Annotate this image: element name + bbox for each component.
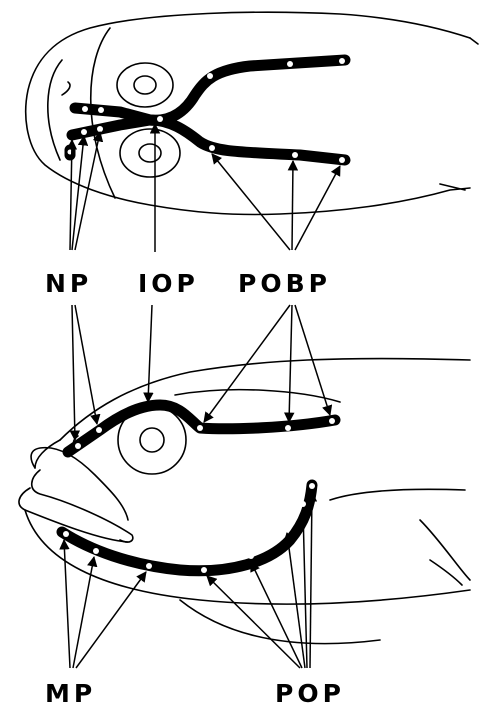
dorsal-eye-lower — [120, 129, 180, 177]
lateral-operculum — [175, 390, 465, 500]
dorsal-snout-line — [48, 60, 62, 160]
dorsal-nostril — [62, 82, 70, 95]
dorsal-view — [26, 12, 478, 252]
label-pobp: POBP — [238, 269, 331, 298]
lateral-throat — [25, 510, 470, 604]
label-iop: IOP — [138, 269, 199, 298]
dorsal-canal-upper — [75, 60, 345, 120]
label-pop: POP — [275, 679, 345, 708]
label-mp: MP — [45, 679, 96, 708]
lateral-view — [19, 305, 470, 668]
lateral-fin — [420, 520, 470, 585]
label-np-top: NP — [45, 269, 92, 298]
lateral-head-upper — [35, 440, 60, 468]
dorsal-tail-edge — [470, 38, 478, 44]
dorsal-eye-upper — [117, 63, 173, 107]
lateral-canal-preopercular-mandibular — [62, 485, 312, 571]
dorsal-canal-lower — [72, 120, 345, 160]
lateral-upper-lip — [31, 448, 128, 520]
